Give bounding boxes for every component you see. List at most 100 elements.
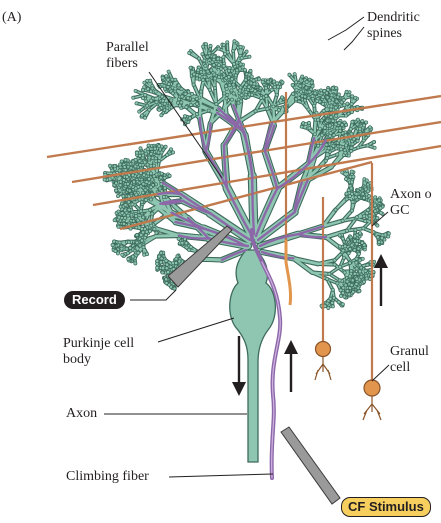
dendritic-spine [321,96,324,99]
dendritic-spine [122,195,125,198]
dendritic-spine [334,106,337,109]
dendritic-spine [161,95,164,98]
dendritic-spine [305,86,308,89]
dendritic-spine [273,85,276,88]
dendritic-spine [337,93,340,96]
dendritic-spine [170,99,173,102]
dendritic-spine [244,78,247,81]
dendritic-spine [335,147,338,150]
dendritic-spine [330,94,333,97]
dendritic-spine [195,113,198,116]
dendritic-spine [232,92,235,95]
dendritic-spine [145,100,148,103]
dendritic-spine [136,219,139,222]
dendritic-spine [160,114,163,117]
dendritic-spine [318,127,321,130]
dendritic-spine [233,40,236,43]
dendritic-spine [167,70,170,73]
dendritic-spine [204,64,207,67]
dendritic-spine [313,104,316,107]
dendritic-spine [310,81,313,84]
dendritic-spine [323,89,326,92]
dendritic-spine [234,74,237,77]
dendritic-spine [326,96,329,99]
dendritic-spine [165,109,168,112]
dendritic-spine [323,126,326,129]
dendritic-spine [245,50,248,53]
dendritic-spine [134,89,137,92]
dendritic-spine [301,101,304,104]
dendritic-spine [239,45,242,48]
dendritic-spine [230,89,233,92]
dendritic-spine [264,86,267,89]
dendritic-spine [146,104,149,107]
dendritic-spine [281,96,284,99]
dendritic-spine [305,80,308,83]
dendritic-spine [311,85,314,88]
dendritic-spine [151,212,154,215]
dendritic-spine [171,78,174,81]
dendritic-spine [340,148,343,151]
dendritic-spine [143,86,146,89]
dendritic-spine [270,88,273,91]
dendritic-spine [291,83,294,86]
dendritic-spine [265,94,268,97]
dendritic-spine [150,99,153,102]
dendritic-spine [174,87,177,90]
dendritic-spine [217,63,220,66]
dendritic-spine [208,88,211,91]
dendritic-spine [322,109,325,112]
dendritic-spine [222,56,225,59]
dendritic-spine [203,75,206,78]
dendritic-spine [240,57,243,60]
dendritic-spine [142,216,145,219]
dendritic-spine [163,102,166,105]
dendritic-spine [336,153,339,156]
dendritic-spine [320,119,323,122]
dendritic-spine [177,84,180,87]
dendritic-spine [342,98,345,101]
dendritic-spine [300,90,303,93]
dendritic-spine [276,85,279,88]
dendritic-spine [215,102,218,105]
dendritic-spine [135,102,138,105]
dendritic-spine [180,87,183,90]
dendritic-spine [344,114,347,117]
dendritic-spine [206,55,209,58]
dendritic-spine [232,49,235,52]
dendritic-spine [317,144,320,147]
dendritic-spine [293,73,296,76]
dendritic-spine [261,80,264,83]
dendritic-spine [335,87,338,90]
dendritic-spine [148,108,151,111]
dendritic-spine [316,118,319,121]
dendritic-spine [238,89,241,92]
dendritic-spine [161,99,164,102]
dendritic-spine [257,78,260,81]
dendritic-spine [281,81,284,84]
dendritic-spine [232,62,235,65]
dendritic-spine [254,89,257,92]
dendritic-spine [192,98,195,101]
dendritic-spine [232,80,235,83]
dendritic-spine [199,90,202,93]
dendritic-spine [222,43,225,46]
dendritic-spine [235,69,238,72]
dendritic-spine [224,85,227,88]
dendritic-spine [181,95,184,98]
dendritic-spine [227,75,230,78]
dendritic-spine [209,44,212,47]
dendritic-spine [311,95,314,98]
dendritic-spine [196,74,199,77]
dendritic-spine [213,77,216,80]
dendritic-spine [193,73,196,76]
dendritic-spine [330,115,333,118]
dendritic-spine [202,45,205,48]
dendritic-spine [347,154,350,157]
dendritic-spine [346,102,349,105]
dendritic-spine [146,87,149,90]
dendritic-spine [239,63,242,66]
dendritic-spine [354,96,357,99]
dendritic-spine [329,108,332,111]
